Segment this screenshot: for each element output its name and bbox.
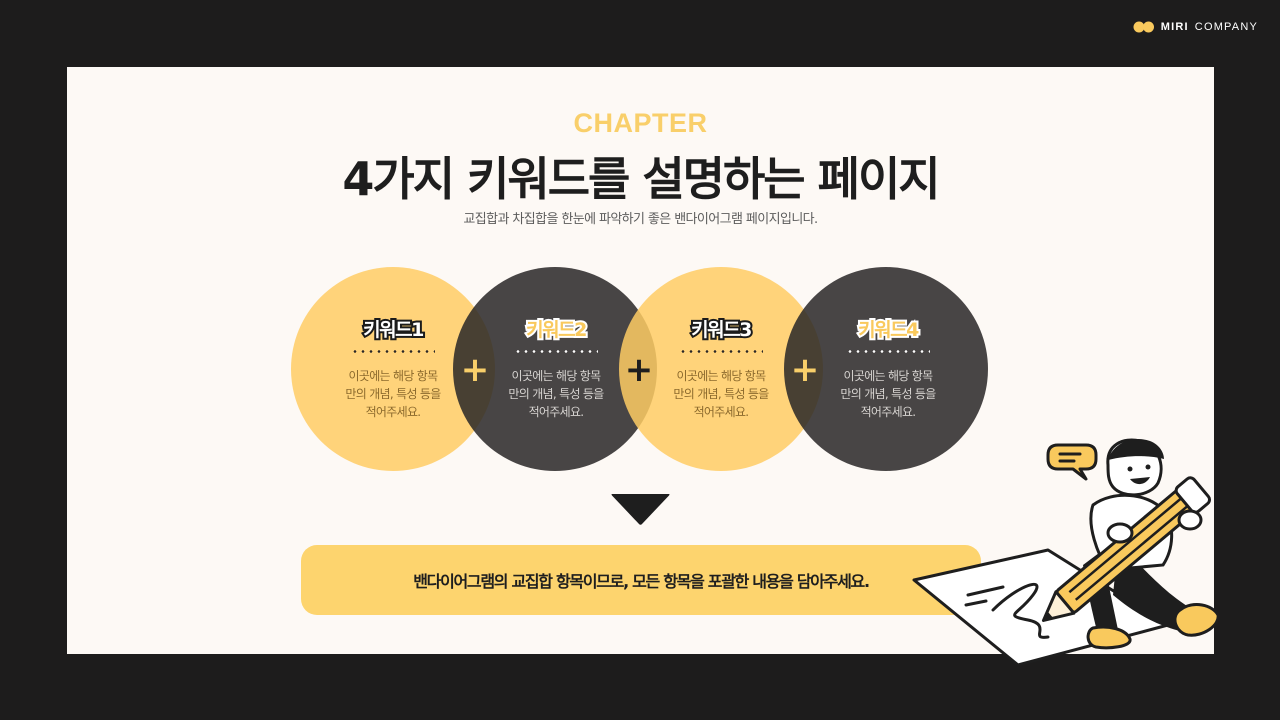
keyword-title: 키워드2 xyxy=(524,317,589,343)
plus-icon: + xyxy=(790,350,820,390)
two-dot-logo-icon xyxy=(1133,21,1154,33)
summary-banner: 밴다이어그램의 교집합 항목이므로, 모든 항목을 포괄한 내용을 담아주세요. xyxy=(301,545,981,615)
dotted-divider xyxy=(514,350,598,353)
brand-name-bold: MIRI xyxy=(1160,21,1189,33)
keyword-title: 키워드3 xyxy=(689,317,754,343)
keyword-title: 키워드4 xyxy=(856,317,921,343)
down-triangle-icon xyxy=(611,494,670,525)
banner-text: 밴다이어그램의 교집합 항목이므로, 모든 항목을 포괄한 내용을 담아주세요. xyxy=(413,572,870,591)
keyword-title: 키워드1 xyxy=(361,317,426,343)
brand-logo: MIRI COMPANY xyxy=(1133,21,1258,33)
dotted-divider xyxy=(351,350,435,353)
dotted-divider xyxy=(846,350,930,353)
page-subtitle: 교집합과 차집합을 한눈에 파악하기 좋은 밴다이어그램 페이지입니다. xyxy=(463,212,818,227)
page-title: 4가지 키워드를 설명하는 페이지 xyxy=(342,152,940,206)
plus-icon: + xyxy=(460,350,490,390)
brand-name-rest: COMPANY xyxy=(1194,21,1258,33)
dotted-divider xyxy=(679,350,763,353)
venn-circle-4 xyxy=(784,267,988,471)
person-with-pencil-illustration xyxy=(912,438,1220,665)
plus-icon: + xyxy=(624,350,654,390)
slide-canvas: CHAPTER 4가지 키워드를 설명하는 페이지 교집합과 차집합을 한눈에 … xyxy=(67,67,1214,654)
chapter-label: CHAPTER xyxy=(573,108,708,138)
